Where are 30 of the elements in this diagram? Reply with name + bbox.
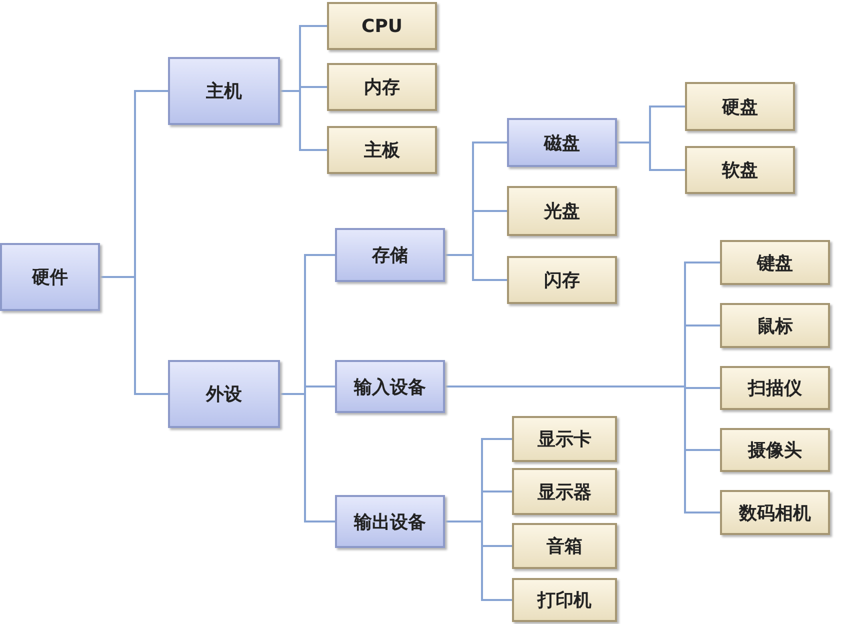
category-box: 存储 bbox=[335, 228, 445, 282]
item-box: 光盘 bbox=[507, 186, 617, 236]
category-box: 磁盘 bbox=[507, 118, 617, 167]
item-box: 内存 bbox=[327, 63, 437, 111]
connector-line bbox=[280, 393, 335, 522]
category-box: 输出设备 bbox=[335, 495, 445, 548]
category-box: 外设 bbox=[168, 360, 280, 428]
item-box: 软盘 bbox=[685, 146, 795, 194]
connector-line bbox=[280, 90, 327, 151]
item-box: 显示器 bbox=[512, 468, 617, 515]
item-box: 数码相机 bbox=[720, 490, 830, 535]
item-box: 鼠标 bbox=[720, 303, 830, 348]
connector-line bbox=[100, 276, 168, 395]
item-box: 显示卡 bbox=[512, 416, 617, 462]
category-box: 输入设备 bbox=[335, 360, 445, 413]
item-box: 打印机 bbox=[512, 578, 617, 622]
connector-line bbox=[445, 254, 507, 281]
connector-line bbox=[617, 142, 685, 171]
item-box: 主板 bbox=[327, 126, 437, 174]
category-box: 主机 bbox=[168, 57, 280, 125]
item-box: 扫描仪 bbox=[720, 366, 830, 410]
category-box: 硬件 bbox=[0, 243, 100, 311]
item-box: 键盘 bbox=[720, 240, 830, 285]
item-box: 音箱 bbox=[512, 523, 617, 569]
item-box: 闪存 bbox=[507, 256, 617, 304]
item-box: 硬盘 bbox=[685, 82, 795, 131]
item-box: 摄像头 bbox=[720, 428, 830, 472]
item-box: CPU bbox=[327, 2, 437, 50]
connector-line bbox=[445, 386, 720, 514]
connector-line bbox=[445, 520, 512, 601]
